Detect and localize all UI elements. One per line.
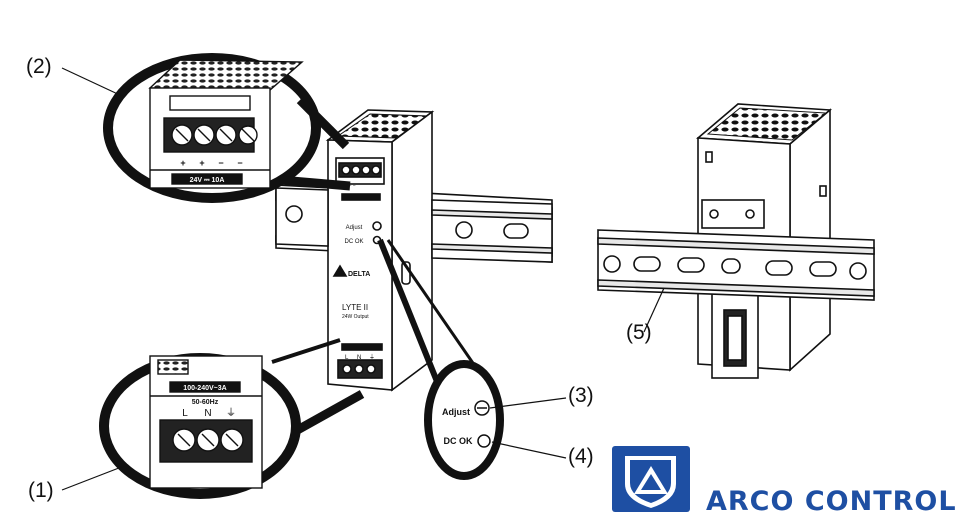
device-terminal-n: N bbox=[357, 355, 361, 361]
adjust-label: Adjust bbox=[442, 407, 470, 417]
top-zoom-detail: + + − − 24V ⎓ 10A bbox=[103, 53, 351, 203]
leader-line-3 bbox=[489, 397, 567, 409]
leader-line-2 bbox=[61, 67, 123, 97]
device-output-label: 24W Output bbox=[342, 314, 369, 320]
bottom-zoom-detail: 100-240V~3A 50-60Hz L N ⏚ bbox=[99, 338, 365, 499]
terminal-l-label: L bbox=[182, 408, 188, 419]
frequency-label: 50-60Hz bbox=[192, 399, 219, 406]
callout-label-4: (4) bbox=[568, 445, 594, 468]
arco-logo bbox=[612, 446, 690, 512]
right-power-supply-rear bbox=[597, 103, 875, 379]
device-terminal-ground: ⏚ bbox=[369, 354, 375, 361]
leader-line-5 bbox=[643, 287, 665, 333]
device-model-label: LYTE II bbox=[342, 303, 368, 312]
top-polarity-1: + bbox=[180, 158, 185, 168]
device-dcok-label: DC OK bbox=[344, 239, 363, 245]
brand-logo-text: ARCO CONTROL bbox=[706, 486, 957, 517]
top-polarity-2: + bbox=[199, 158, 204, 168]
device-terminal-l: L bbox=[345, 355, 349, 361]
top-polarity-4: − bbox=[237, 158, 242, 168]
callout-label-3: (3) bbox=[568, 384, 594, 407]
left-power-supply bbox=[275, 109, 553, 392]
callout-label-5: (5) bbox=[626, 321, 652, 344]
top-output-rating: 24V ⎓ 10A bbox=[190, 177, 225, 184]
top-polarity-3: − bbox=[218, 158, 223, 168]
leader-lines bbox=[61, 67, 665, 491]
callout-label-1: (1) bbox=[28, 479, 54, 502]
terminal-ground-label: ⏚ bbox=[226, 407, 236, 419]
leader-line-1 bbox=[61, 465, 125, 491]
callout-label-2: (2) bbox=[26, 55, 52, 78]
leader-line-4 bbox=[491, 441, 567, 459]
dc-ok-label: DC OK bbox=[444, 436, 474, 446]
input-rating-label: 100-240V~3A bbox=[183, 385, 226, 392]
terminal-n-label: N bbox=[204, 408, 211, 419]
device-brand-label: DELTA bbox=[348, 271, 370, 278]
device-adjust-label: Adjust bbox=[346, 225, 363, 231]
right-zoom-detail: Adjust DC OK bbox=[377, 238, 504, 480]
